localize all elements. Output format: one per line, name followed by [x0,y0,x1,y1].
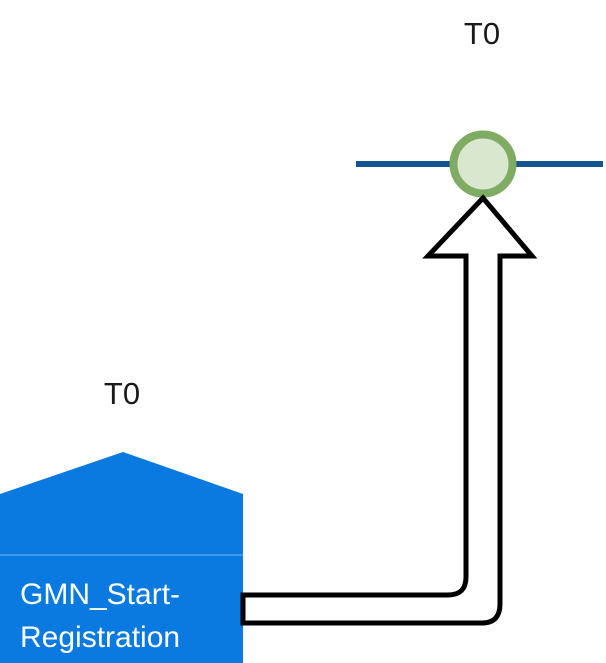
process-node-shape[interactable] [0,452,243,663]
process-node-label-line2: Registration [20,621,180,654]
process-node-label-line1: GMN_Start- [20,578,180,611]
process-node[interactable]: GMN_Start- Registration [0,452,243,663]
event-node-ring[interactable] [449,130,517,198]
message-flow-connector[interactable] [240,194,538,626]
event-node[interactable] [449,130,517,198]
process-node-time-label: T0 [104,376,140,411]
message-flow-arrow-outline[interactable] [240,194,538,626]
top-timeline-label: T0 [464,16,500,51]
